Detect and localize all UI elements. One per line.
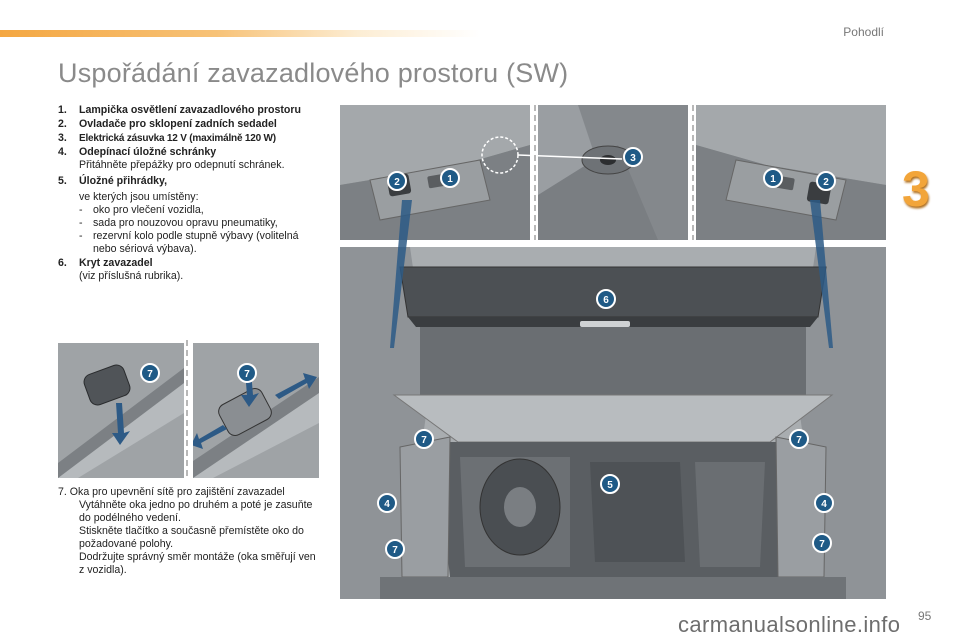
callout-6: 6	[596, 289, 616, 309]
callout-label: 2	[394, 177, 400, 188]
legend-list: 1. Lampička osvětlení zavazadlového pros…	[58, 104, 322, 284]
item-title: Elektrická zásuvka 12 V (maximálně 120 W…	[79, 133, 276, 144]
legend-item-7: 7. Oka pro upevnění sítě pro zajištění z…	[58, 486, 322, 577]
item7-heading: 7. Oka pro upevnění sítě pro zajištění z…	[58, 486, 322, 499]
callout-7: 7	[237, 363, 257, 383]
callout-label: 4	[384, 499, 390, 510]
zoom-circle	[481, 136, 519, 174]
photo-power-socket	[538, 105, 688, 240]
dash-item: - sada pro nouzovou opravu pneumatiky,	[58, 217, 322, 230]
separator-dashed	[534, 105, 536, 240]
bullet-icon	[58, 551, 79, 577]
item-number: 6.	[58, 257, 67, 269]
watermark: carmanualsonline.info	[678, 612, 901, 637]
callout-label: 7	[392, 545, 398, 556]
pointer-line	[390, 200, 412, 348]
callout-3: 3	[623, 147, 643, 167]
callout-1: 1	[440, 168, 460, 188]
item-number: 5.	[58, 175, 67, 187]
legend-item-4: 4. Odepínací úložné schránky Přitáhněte …	[58, 146, 322, 172]
callout-label: 7	[244, 369, 250, 380]
bullet-text: Dodržujte správný směr montáže (oka směř…	[79, 551, 316, 576]
section-name: Pohodlí	[843, 25, 884, 39]
callout-2: 2	[387, 171, 407, 191]
bullet-text: Vytáhněte oka jedno po druhém a poté je …	[79, 499, 313, 524]
callout-label: 1	[447, 174, 453, 185]
dash-mark: -	[79, 217, 83, 229]
dash-item: - rezervní kolo podle stupně výbavy (vol…	[58, 230, 322, 256]
legend-item-6: 6. Kryt zavazadel (viz příslušná rubrika…	[58, 257, 322, 283]
item-number: 4.	[58, 146, 67, 158]
callout-4: 4	[377, 493, 397, 513]
photo-left-trim	[340, 105, 530, 240]
pointer-line	[810, 200, 833, 348]
callout-label: 7	[147, 369, 153, 380]
callout-label: 7	[796, 435, 802, 446]
item-body: Odepínací úložné schránky Přitáhněte pře…	[79, 146, 322, 172]
bullet-item: Vytáhněte oka jedno po druhém a poté je …	[58, 499, 322, 525]
callout-7: 7	[414, 429, 434, 449]
bullet-text: Stiskněte tlačítko a současně přemístěte…	[79, 525, 304, 550]
callout-label: 3	[630, 153, 636, 164]
legend-item-1: 1. Lampička osvětlení zavazadlového pros…	[58, 104, 322, 117]
photo-right-trim	[696, 105, 886, 240]
callout-4: 4	[814, 493, 834, 513]
item-title: Oka pro upevnění sítě pro zajištění zava…	[69, 486, 285, 498]
item-number: 7.	[58, 486, 67, 498]
callout-label: 7	[819, 539, 825, 550]
callout-5: 5	[600, 474, 620, 494]
item-body: Kryt zavazadel (viz příslušná rubrika).	[79, 257, 322, 283]
separator-dashed	[692, 105, 694, 240]
page-title: Uspořádání zavazadlového prostoru (SW)	[58, 58, 569, 88]
orange-header-bar	[0, 30, 480, 37]
item-desc: Přitáhněte přepážky pro odepnutí schráne…	[79, 159, 285, 171]
legend-item-5: 5. Úložné přihrádky,	[58, 175, 322, 188]
dash-mark: -	[79, 230, 83, 242]
legend-item-2: 2. Ovladače pro sklopení zadních sedadel	[58, 118, 322, 131]
dash-mark: -	[79, 204, 83, 216]
item-title: Úložné přihrádky,	[79, 175, 168, 187]
item-title: Kryt zavazadel	[79, 257, 153, 269]
dash-text: rezervní kolo podle stupně výbavy (volit…	[93, 230, 299, 255]
callout-1: 1	[763, 168, 783, 188]
dash-text: sada pro nouzovou opravu pneumatiky,	[93, 217, 278, 229]
callout-7: 7	[812, 533, 832, 553]
callout-7: 7	[789, 429, 809, 449]
bullet-icon	[58, 525, 79, 551]
item-title: Ovladače pro sklopení zadních sedadel	[79, 118, 277, 130]
callout-label: 4	[821, 499, 827, 510]
legend-item-3: 3. Elektrická zásuvka 12 V (maximálně 12…	[58, 132, 322, 145]
dash-item: - oko pro vlečení vozidla,	[58, 204, 322, 217]
callout-7: 7	[140, 363, 160, 383]
callout-label: 7	[421, 435, 427, 446]
item-number: 1.	[58, 104, 67, 116]
bullet-icon	[58, 499, 79, 525]
item-number: 3.	[58, 132, 67, 144]
callout-label: 2	[823, 177, 829, 188]
callout-label: 6	[603, 295, 609, 306]
item-desc: ve kterých jsou umístěny:	[79, 191, 199, 203]
item-desc: (viz příslušná rubrika).	[79, 270, 184, 282]
callout-2: 2	[816, 171, 836, 191]
bullet-item: Dodržujte správný směr montáže (oka směř…	[58, 551, 322, 577]
separator-dashed	[186, 340, 188, 480]
item-title: Odepínací úložné schránky	[79, 146, 217, 158]
callout-label: 5	[607, 480, 613, 491]
item-title: Lampička osvětlení zavazadlového prostor…	[79, 104, 301, 116]
page-number: 95	[918, 609, 932, 623]
item-number: 2.	[58, 118, 67, 130]
bullet-item: Stiskněte tlačítko a současně přemístěte…	[58, 525, 322, 551]
photo-tiedown-eye-2	[193, 343, 319, 478]
photo-tiedown-eye-1	[58, 343, 184, 478]
callout-label: 1	[770, 174, 776, 185]
chapter-number: 3	[902, 161, 930, 217]
dash-text: oko pro vlečení vozidla,	[93, 204, 204, 216]
callout-7: 7	[385, 539, 405, 559]
